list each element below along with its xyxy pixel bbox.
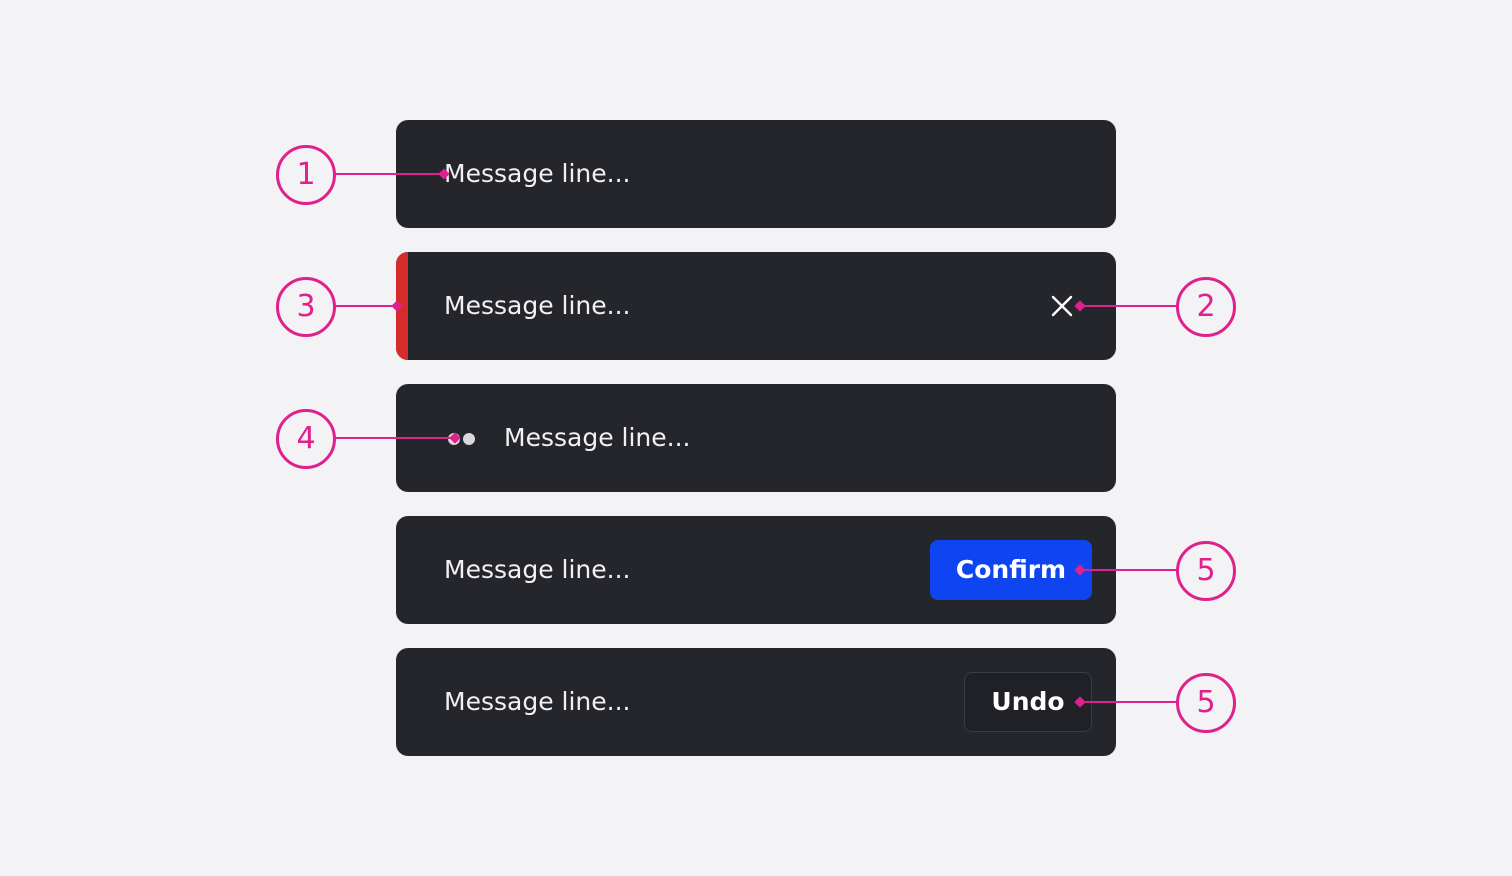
toast-message: Message line...	[444, 687, 631, 716]
callout-badge-1: 1	[276, 145, 336, 205]
confirm-button[interactable]: Confirm	[930, 540, 1092, 600]
toast-message: Message line...	[444, 555, 631, 584]
loading-dot	[463, 433, 475, 445]
callout-badge-5: 5	[1176, 541, 1236, 601]
status-accent-bar	[396, 252, 408, 360]
loading-dots-icon	[448, 432, 478, 446]
toast-message: Message line...	[504, 423, 691, 452]
close-icon	[1051, 295, 1073, 317]
toast-with-close: Message line...	[396, 252, 1116, 360]
loading-dot	[448, 433, 460, 445]
toast-message: Message line...	[444, 291, 631, 320]
callout-badge-4: 4	[276, 409, 336, 469]
callout-line	[333, 305, 397, 307]
toast-with-undo: Message line... Undo	[396, 648, 1116, 756]
callout-badge-5: 5	[1176, 673, 1236, 733]
toast-with-confirm: Message line... Confirm	[396, 516, 1116, 624]
callout-badge-3: 3	[276, 277, 336, 337]
close-button[interactable]	[1048, 292, 1076, 320]
toast-message: Message line...	[444, 159, 631, 188]
callout-badge-2: 2	[1176, 277, 1236, 337]
toast-with-indicator: Message line...	[396, 384, 1116, 492]
toast-message-only: Message line...	[396, 120, 1116, 228]
undo-button[interactable]: Undo	[964, 672, 1092, 732]
